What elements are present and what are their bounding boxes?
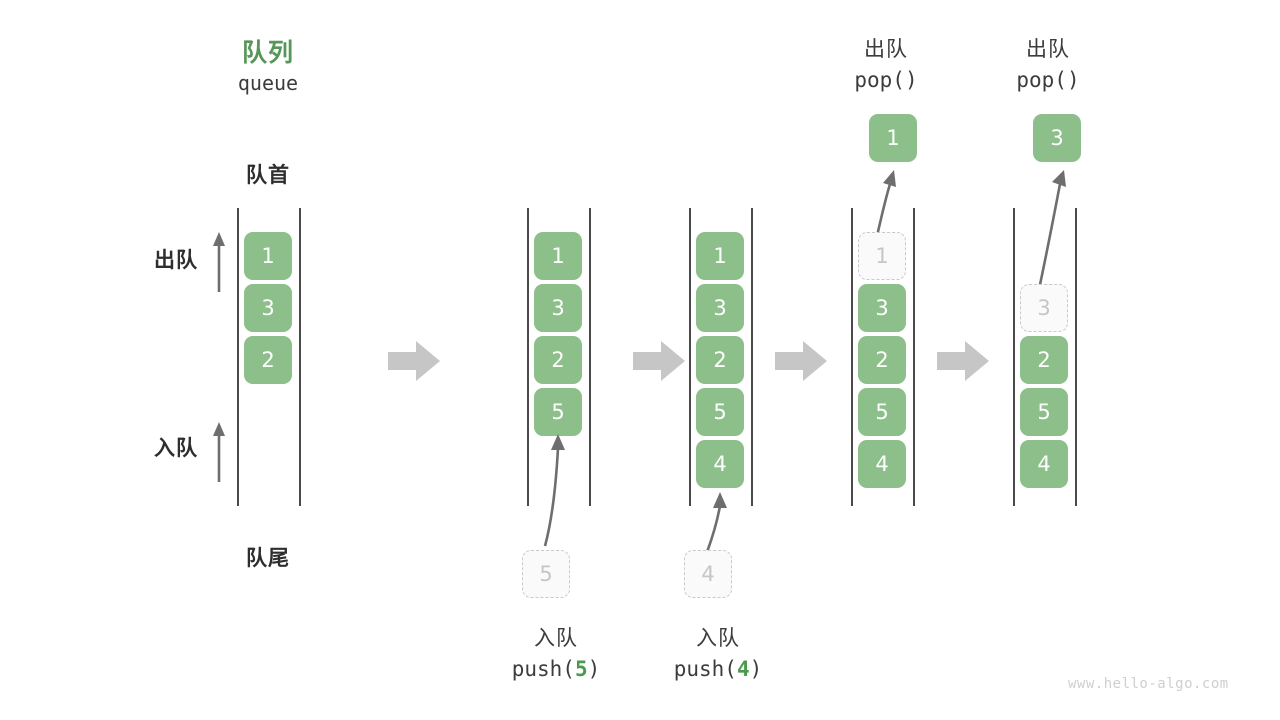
queue-cell: 1 bbox=[244, 232, 292, 280]
op-fn-prefix: push( bbox=[511, 657, 575, 681]
enqueue-arrow-icon bbox=[213, 422, 225, 482]
queue-rail-left bbox=[851, 208, 853, 506]
op-label-cn: 出队 bbox=[864, 38, 908, 61]
queue-rail-right bbox=[299, 208, 301, 506]
queue-cell: 2 bbox=[858, 336, 906, 384]
op-label-cn: 出队 bbox=[1026, 38, 1070, 61]
op-label-fn: pop() bbox=[958, 68, 1138, 92]
op-fn-prefix: pop( bbox=[1016, 68, 1067, 92]
queue-rail-left bbox=[689, 208, 691, 506]
op-label-cn: 入队 bbox=[534, 627, 578, 650]
dequeue-arrow-icon bbox=[213, 232, 225, 292]
pop-arrow-icon bbox=[1036, 170, 1066, 295]
op-fn-arg: 4 bbox=[736, 657, 750, 681]
queue-cell: 5 bbox=[534, 388, 582, 436]
queue-cell: 4 bbox=[1020, 440, 1068, 488]
queue-cell: 5 bbox=[1020, 388, 1068, 436]
popped-result-cell: 1 bbox=[869, 114, 917, 162]
op-label-fn: pop() bbox=[796, 68, 976, 92]
enqueue-label: 入队 bbox=[154, 437, 198, 460]
panel-push-4: 1 3 2 5 4 4 入队 push(4) bbox=[625, 0, 805, 720]
incoming-ghost-cell: 4 bbox=[684, 550, 732, 598]
queue-cell: 3 bbox=[534, 284, 582, 332]
queue-cell: 4 bbox=[858, 440, 906, 488]
queue-cell: 1 bbox=[534, 232, 582, 280]
queue-cell: 4 bbox=[696, 440, 744, 488]
queue-cell: 3 bbox=[858, 284, 906, 332]
diagram-title-en: queue bbox=[237, 71, 299, 95]
op-label-fn: push(4) bbox=[628, 657, 808, 681]
step-arrow-icon bbox=[388, 341, 440, 381]
op-fn-suffix: ) bbox=[749, 657, 763, 681]
dequeue-label: 出队 bbox=[154, 249, 198, 272]
queue-rail-left bbox=[237, 208, 239, 506]
watermark: www.hello-algo.com bbox=[1068, 676, 1229, 692]
op-label-cn: 入队 bbox=[696, 627, 740, 650]
op-fn-suffix: ) bbox=[587, 657, 601, 681]
push-arrow-icon bbox=[705, 492, 727, 553]
op-fn-prefix: push( bbox=[673, 657, 737, 681]
step-arrow-icon bbox=[775, 341, 827, 381]
front-label: 队首 bbox=[246, 164, 290, 187]
queue-rail-right bbox=[751, 208, 753, 506]
queue-cell: 3 bbox=[696, 284, 744, 332]
incoming-ghost-cell: 5 bbox=[522, 550, 570, 598]
queue-cell: 2 bbox=[696, 336, 744, 384]
popped-ghost-cell: 1 bbox=[858, 232, 906, 280]
queue-rail-left bbox=[527, 208, 529, 506]
step-arrow-icon bbox=[937, 341, 989, 381]
queue-cell: 2 bbox=[1020, 336, 1068, 384]
diagram-title-cn: 队列 bbox=[241, 39, 294, 67]
queue-cell: 5 bbox=[696, 388, 744, 436]
queue-rail-right bbox=[1075, 208, 1077, 506]
panel-pop-3: 出队 pop() 3 3 2 5 4 bbox=[952, 0, 1142, 720]
popped-ghost-cell: 3 bbox=[1020, 284, 1068, 332]
op-fn-suffix: ) bbox=[1066, 68, 1080, 92]
rear-label: 队尾 bbox=[246, 547, 290, 570]
queue-rail-right bbox=[913, 208, 915, 506]
queue-rail-right bbox=[589, 208, 591, 506]
op-fn-prefix: pop( bbox=[854, 68, 905, 92]
op-fn-suffix: ) bbox=[904, 68, 918, 92]
step-arrow-icon bbox=[633, 341, 685, 381]
op-label-fn: push(5) bbox=[466, 657, 646, 681]
popped-result-cell: 3 bbox=[1033, 114, 1081, 162]
push-arrow-icon bbox=[543, 434, 565, 547]
queue-cell: 3 bbox=[244, 284, 292, 332]
queue-cell: 2 bbox=[534, 336, 582, 384]
panel-push-5: 1 3 2 5 5 入队 push(5) bbox=[460, 0, 640, 720]
queue-cell: 1 bbox=[696, 232, 744, 280]
panel-pop-1: 出队 pop() 1 1 3 2 5 4 bbox=[790, 0, 980, 720]
queue-cell: 2 bbox=[244, 336, 292, 384]
queue-cell: 5 bbox=[858, 388, 906, 436]
queue-rail-left bbox=[1013, 208, 1015, 506]
op-fn-arg: 5 bbox=[574, 657, 588, 681]
panel-initial: 队首 队尾 出队 入队 1 3 2 bbox=[0, 0, 360, 600]
